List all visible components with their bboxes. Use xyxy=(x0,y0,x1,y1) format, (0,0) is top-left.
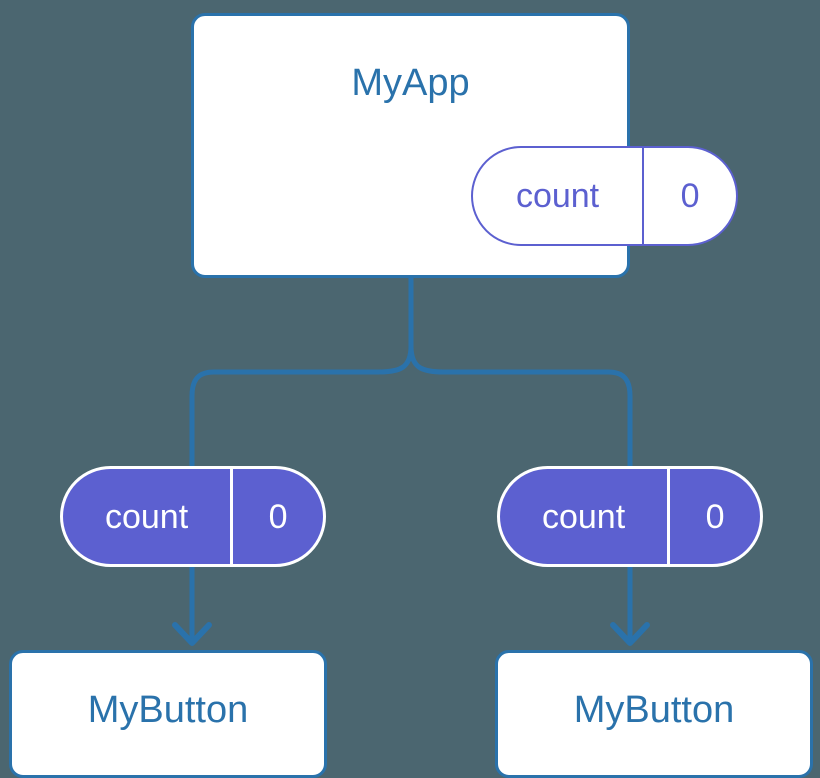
component-mybutton-right-title: MyButton xyxy=(573,689,735,731)
component-myapp-title: MyApp xyxy=(351,62,470,104)
state-pill-right-count[interactable]: count 0 xyxy=(497,466,763,567)
fork-branch-right xyxy=(408,345,608,375)
component-myapp[interactable]: MyApp count 0 xyxy=(191,13,738,278)
component-mybutton-left[interactable]: MyButton xyxy=(9,650,327,778)
state-pill-myapp-count[interactable]: count 0 xyxy=(471,146,738,246)
arrowhead-right xyxy=(610,622,650,646)
state-pill-left-count[interactable]: count 0 xyxy=(60,466,326,567)
fork-branch-left xyxy=(214,345,414,375)
state-pill-key: count xyxy=(541,497,626,536)
component-mybutton-left-title: MyButton xyxy=(87,689,249,731)
state-pill-key: count xyxy=(515,177,600,215)
state-pill-key: count xyxy=(104,497,189,536)
state-pill-value: 0 xyxy=(642,148,736,244)
arrowhead-left xyxy=(172,622,212,646)
state-pill-value: 0 xyxy=(667,469,760,564)
arm-drop-left xyxy=(189,369,215,468)
arm-drop-right xyxy=(607,369,633,468)
component-mybutton-right[interactable]: MyButton xyxy=(495,650,813,778)
state-pill-value: 0 xyxy=(230,469,323,564)
